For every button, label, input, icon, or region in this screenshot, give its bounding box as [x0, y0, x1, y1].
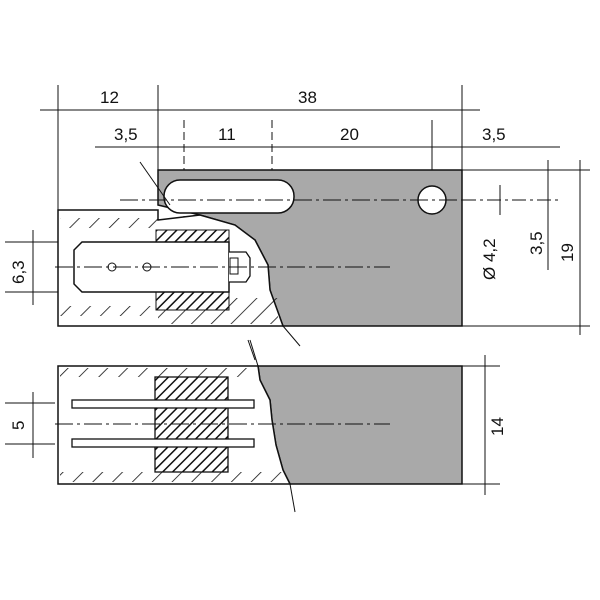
pin-lower	[71, 438, 255, 448]
pin-upper	[71, 399, 255, 409]
dim-19: 19	[558, 243, 577, 262]
dim-14: 14	[488, 417, 507, 436]
dim-hole-diameter: Ø 4,2	[480, 238, 499, 280]
plate-side	[257, 365, 463, 485]
dim-hole-offset: 3,5	[527, 231, 546, 255]
dim-38: 38	[298, 88, 317, 107]
dim-3-5-left: 3,5	[114, 125, 138, 144]
dim-11: 11	[218, 125, 236, 144]
side-view	[55, 339, 463, 513]
top-view	[55, 161, 463, 361]
dim-6-3: 6,3	[9, 260, 28, 284]
dim-20: 20	[340, 125, 359, 144]
dim-3-5-right: 3,5	[482, 125, 506, 144]
dim-12: 12	[100, 88, 119, 107]
dim-5: 5	[9, 421, 28, 430]
slot	[163, 179, 295, 214]
